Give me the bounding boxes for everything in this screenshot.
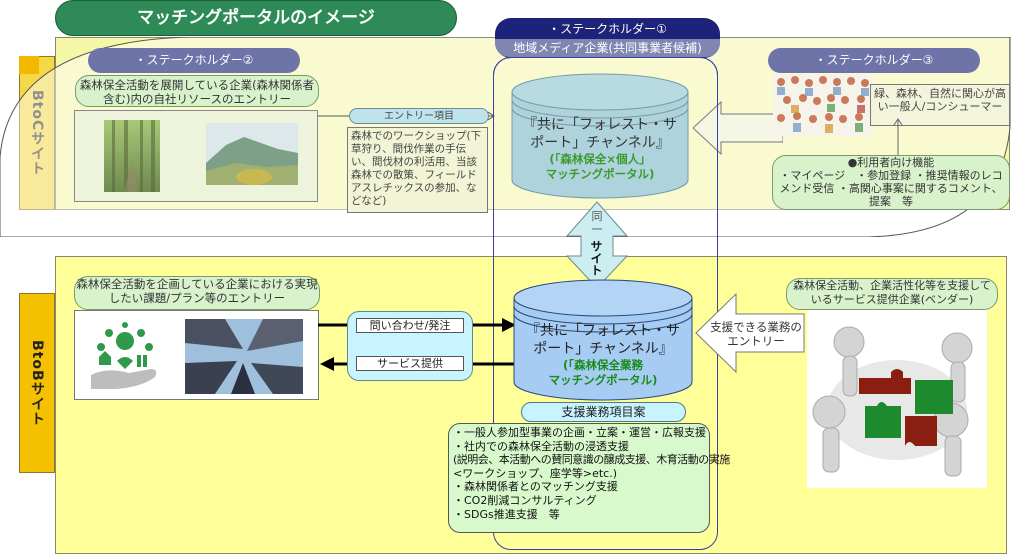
stakeholder-3-label: ・ステークホルダー③ [768, 48, 980, 73]
btob-tab-label: BtoBサイト [29, 339, 45, 427]
stakeholder-1-sublabel: 地域メディア企業(共同事業者候補) [495, 39, 720, 57]
support-item: ・社内での森林保全活動の浸透支援 [453, 439, 629, 453]
btoc-tab-corner [19, 56, 39, 74]
stakeholder-2-entry-bubble: 森林保全活動を展開している企業(森林関係者 含む)内の自社リソースのエントリー [75, 75, 319, 107]
btob-portal-subtitle-line2: マッチングポータル) [548, 373, 658, 387]
same-site-char-top: 同 [591, 210, 603, 223]
vendor-support-entry-line2: エントリー [727, 334, 785, 348]
btob-portal-title-line2: ポート」チャンネル』 [533, 341, 673, 357]
puzzle-people-illustration [807, 310, 987, 488]
same-site-label-bottom: サイト [589, 240, 603, 276]
btoc-section-tab: BtoCサイト [19, 56, 55, 210]
service-provision-label: サービス提供 [356, 356, 464, 371]
vendor-support-entry-label: 支援できる業務の エントリー [706, 320, 806, 348]
btoc-portal-subtitle-line2: マッチングポータル) [545, 167, 655, 181]
stakeholder-2-photo-frame [74, 110, 318, 202]
entry-items-label: エントリー項目 [349, 108, 489, 124]
diagram-title: マッチングポータルのイメージ [55, 0, 457, 36]
entry-items-text: 森林でのワークショップ(下草狩り、間伐作業の手伝い、間伐材の利活用、当該森林での… [347, 127, 488, 213]
btob-entry-line1: 森林保全活動を企画している企業における実現 [76, 277, 318, 291]
stakeholder-2-entry-line1: 森林保全活動を展開している企業(森林関係者 [79, 78, 315, 92]
support-item: <ワークショップ、座学等>etc.) [453, 466, 618, 480]
support-items-list: ・一般人参加型事業の企画・立案・運営・広報支援 ・社内での森林保全活動の浸透支援… [448, 423, 730, 533]
vendor-support-entry-arrow [695, 292, 805, 374]
consumer-description: 緑、森林、自然に関心が高い一般人/コンシューマー [870, 84, 1010, 126]
support-item: ・SDGs推進支援 等 [453, 507, 560, 521]
btob-portal-database-icon [513, 279, 693, 401]
btob-portal-subtitle-line1: (「森林保全業務 [562, 358, 643, 372]
vendor-line2: いるサービス提供企業(ベンダー) [810, 293, 974, 306]
btob-section-tab: BtoBサイト [19, 293, 55, 473]
user-functions-bubble: ●利用者向け機能 ・マイページ ・参加登録 ・推奨情報のレコメンド受信 ・高関心… [772, 155, 1010, 210]
mountain-photo [206, 123, 298, 185]
same-site-char-mid: 一 [591, 223, 603, 236]
same-site-label-top: 同 一 [589, 210, 605, 236]
vendor-line1: 森林保全活動、企業活性化等を支援して [793, 279, 991, 292]
btob-portal-title-line1: 『共に「フォレスト・サ [526, 323, 680, 339]
stakeholder-1-title: ・ステークホルダー① [548, 22, 667, 36]
portal-frame-overlay [493, 57, 718, 550]
btoc-portal-database-icon [511, 73, 689, 199]
btob-photo-frame [74, 310, 319, 400]
support-item: ・森林関係者とのマッチング支援 [453, 480, 618, 494]
skyscrapers-photo [185, 319, 303, 394]
stakeholder-2-entry-line2: 含む)内の自社リソースのエントリー [103, 92, 291, 106]
support-item: ・CO2削減コンサルティング [453, 493, 597, 507]
consumer-function-connector [893, 118, 903, 158]
btoc-portal-title: 『共に「フォレスト・サ ポート」チャンネル』 (「森林保全×個人」 マッチングポ… [512, 116, 688, 182]
eco-hand-icon-cluster [91, 322, 157, 389]
support-items-label: 支援業務項目案 [521, 402, 686, 422]
vendor-bubble: 森林保全活動、企業活性化等を支援して いるサービス提供企業(ベンダー) [786, 278, 998, 310]
vendor-support-entry-line1: 支援できる業務の [710, 320, 802, 334]
support-item: (説明会、本活動への賛同意識の醸成支援、木育活動の実施 [453, 453, 730, 467]
btoc-portal-subtitle-line1: (「森林保全×個人」 [549, 152, 651, 166]
btoc-portal-title-line2: ポート」チャンネル』 [530, 135, 670, 151]
inquiry-order-label: 問い合わせ/発注 [356, 318, 464, 333]
crowd-illustration [773, 74, 873, 136]
btob-portal-title: 『共に「フォレスト・サ ポート」チャンネル』 (「森林保全業務 マッチングポータ… [514, 322, 692, 388]
user-functions-heading: ●利用者向け機能 [847, 156, 935, 169]
stakeholder-1-label: ・ステークホルダー① 地域メディア企業(共同事業者候補) [495, 18, 720, 58]
btob-entry-line2: したい課題/プラン等のエントリー [108, 291, 286, 305]
btob-entry-bubble: 森林保全活動を企画している企業における実現 したい課題/プラン等のエントリー [74, 276, 320, 310]
btoc-portal-title-line1: 『共に「フォレスト・サ [523, 117, 677, 133]
forest-photo [104, 120, 160, 192]
consumer-to-portal-arrow [693, 100, 783, 156]
stakeholder-2-label: ・ステークホルダー② [88, 48, 300, 73]
btoc-tab-label: BtoCサイト [29, 89, 45, 177]
support-item: ・一般人参加型事業の企画・立案・運営・広報支援 [453, 426, 706, 439]
user-functions-body: ・マイページ ・参加登録 ・推奨情報のレコメンド受信 ・高関心事案に関するコメン… [779, 169, 1003, 208]
